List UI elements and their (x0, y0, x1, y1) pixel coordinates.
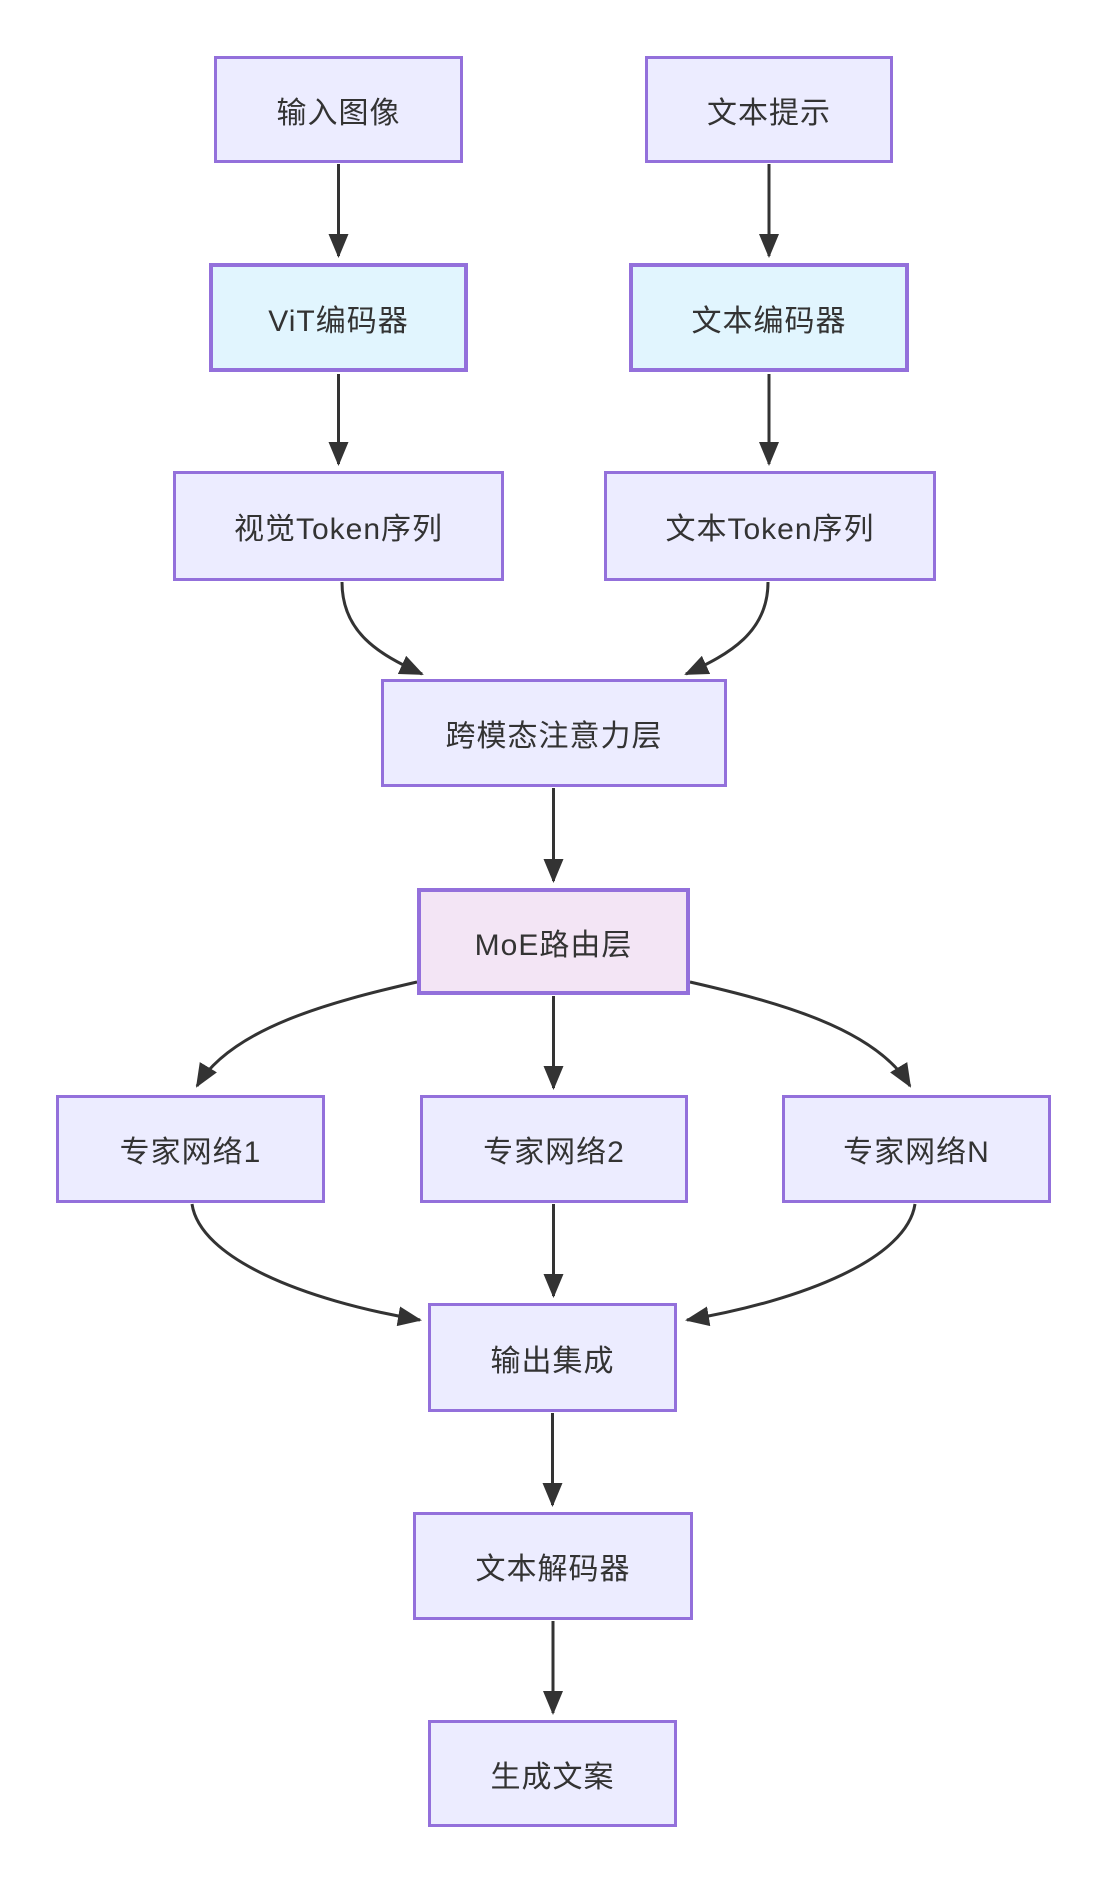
node-vit-encoder: ViT编码器 (209, 263, 468, 372)
edge-expert-n-to-output-ensemble (685, 1203, 917, 1327)
edge-text-tokens-to-cross-attention (684, 581, 770, 676)
edge-expert-1-to-output-ensemble (190, 1203, 422, 1327)
edge-moe-router-to-expert-1 (195, 980, 418, 1088)
edge-visual-tokens-to-cross-attention (340, 581, 424, 676)
node-visual-tokens: 视觉Token序列 (173, 471, 504, 581)
node-text-tokens: 文本Token序列 (604, 471, 936, 581)
node-cross-attention: 跨模态注意力层 (381, 679, 727, 787)
node-expert-2: 专家网络2 (420, 1095, 688, 1203)
node-text-prompt: 文本提示 (645, 56, 893, 163)
node-generated-copy: 生成文案 (428, 1720, 677, 1827)
node-input-image: 输入图像 (214, 56, 463, 163)
edge-moe-router-to-expert-n (689, 980, 912, 1088)
node-expert-n: 专家网络N (782, 1095, 1051, 1203)
node-output-ensemble: 输出集成 (428, 1303, 677, 1412)
node-expert-1: 专家网络1 (56, 1095, 325, 1203)
node-text-decoder: 文本解码器 (413, 1512, 693, 1620)
node-moe-router: MoE路由层 (417, 888, 690, 995)
node-text-encoder: 文本编码器 (629, 263, 909, 372)
